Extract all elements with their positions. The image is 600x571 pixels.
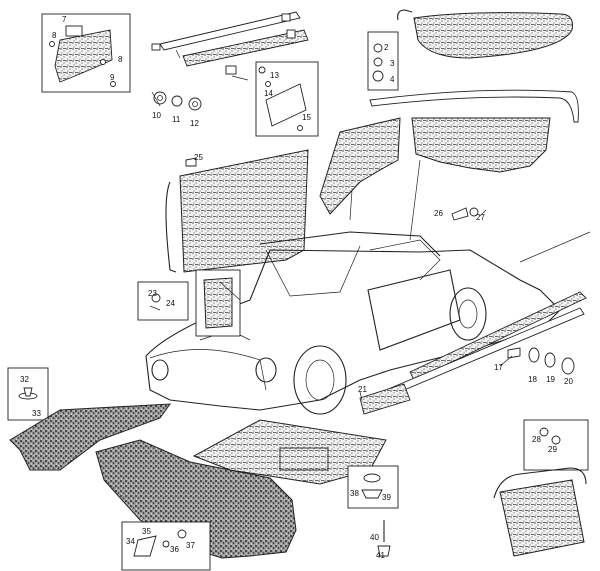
bracket-group <box>225 61 319 137</box>
callout-7: 7 <box>62 15 67 24</box>
callout-29: 28 <box>532 435 541 444</box>
callout-27: 26 <box>434 209 443 218</box>
door-trim-panel-group <box>41 13 131 93</box>
callout-24: 23 <box>148 289 157 298</box>
fixing-washers-group <box>153 91 202 111</box>
callout-4: 4 <box>390 75 395 84</box>
callout-28: 27 <box>476 213 485 222</box>
callout-16: 15 <box>302 113 311 122</box>
fixings-41-42 <box>377 520 391 557</box>
stowage-pocket-group <box>493 419 589 557</box>
callout-36: 35 <box>142 527 151 536</box>
callout-2: 2 <box>384 43 389 52</box>
callout-10: 10 <box>152 111 161 120</box>
callout-14: 13 <box>270 71 279 80</box>
callout-20: 19 <box>546 375 555 384</box>
callout-26: 25 <box>194 153 203 162</box>
callout-33: 32 <box>20 375 29 384</box>
callout-22: 21 <box>358 385 367 394</box>
callout-40: 39 <box>382 493 391 502</box>
clip-box-24-25 <box>137 269 241 337</box>
header-rail <box>369 89 579 123</box>
clip-box-35-38 <box>121 521 211 571</box>
callout-3: 3 <box>390 59 395 68</box>
callout-39: 38 <box>350 489 359 498</box>
callout-37: 36 <box>170 545 179 554</box>
callout-8b: 8 <box>118 55 123 64</box>
callout-19: 18 <box>528 375 537 384</box>
rear-trim-panels <box>319 117 551 215</box>
sun-visor <box>367 9 573 91</box>
callout-35: 34 <box>126 537 135 546</box>
callout-42: 41 <box>376 551 385 560</box>
trim-fixings-27-28 <box>451 207 479 221</box>
callout-11: 11 <box>172 115 181 124</box>
callout-labels: 2 3 4 7 8 8 9 10 11 12 13 14 15 17 18 19… <box>20 15 573 560</box>
callout-9: 9 <box>110 73 115 82</box>
sill-fixings <box>507 347 575 375</box>
car-body <box>145 231 561 415</box>
callout-30: 29 <box>548 445 557 454</box>
callout-25: 24 <box>166 299 175 308</box>
clip-box-33-34 <box>7 367 49 421</box>
callout-18: 17 <box>494 363 503 372</box>
callout-21: 20 <box>564 377 573 386</box>
floor-carpets <box>9 403 387 559</box>
callout-15: 14 <box>264 89 273 98</box>
callout-38: 37 <box>186 541 195 550</box>
sill-finisher <box>359 231 591 415</box>
clip-box-39-40 <box>347 465 399 509</box>
callout-12: 12 <box>190 119 199 128</box>
window-channel-strips <box>151 11 309 67</box>
callout-8a: 8 <box>52 31 57 40</box>
door-trim-panel <box>165 149 309 273</box>
leader-lines <box>151 75 513 401</box>
callout-41: 40 <box>370 533 379 542</box>
callout-34: 33 <box>32 409 41 418</box>
